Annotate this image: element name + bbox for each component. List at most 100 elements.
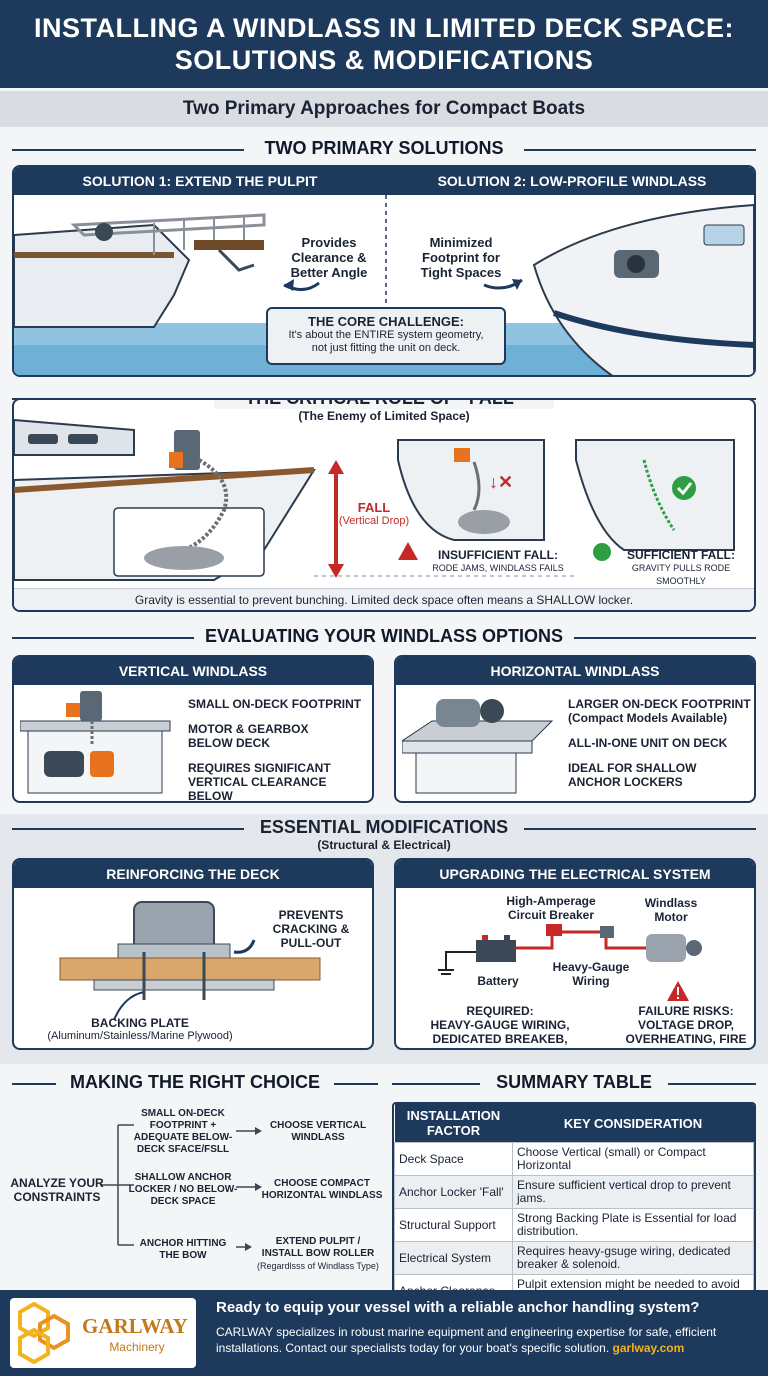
mods-title-wrap: ESSENTIAL MODIFICATIONS (Structural & El… (244, 817, 524, 852)
result-line: CHOOSE VERTICAL (269, 1120, 367, 1131)
risks-line: VOLTAGE DROP, (637, 1018, 734, 1032)
fall-title: THE CRITICAL ROLE OF “FALL” (245, 398, 523, 408)
solution2-callout-line: Footprint for (422, 250, 500, 265)
vertical-item: REQUIRES SIGNIFICANT (188, 761, 331, 775)
sufficient-desc: GRAVITY PULLS RODE SMOOTHLY (631, 563, 731, 586)
choice-branch-result: EXTEND PULPIT / INSTALL BOW ROLLER (Rega… (250, 1236, 386, 1272)
risks-line: OVERHEATING, FIRE (625, 1032, 747, 1046)
condition-line: DECK SFACE/FSLL (136, 1144, 230, 1155)
summary-table: INSTALLATION FACTOR KEY CONSIDERATION De… (394, 1104, 754, 1308)
vertical-item: SMALL ON-DECK FOOTPRINT (188, 697, 362, 711)
page-title-line2: SOLUTIONS & MODIFICATIONS (174, 45, 594, 75)
backing-plate-label: BACKING PLATE (91, 1016, 189, 1030)
deck-illustration (59, 901, 321, 1021)
solution1-callout-line: Better Angle (290, 265, 368, 280)
fall-title-wrap: THE CRITICAL ROLE OF “FALL” (214, 398, 554, 409)
horizontal-windlass-illustration (402, 699, 554, 794)
solution2-title: SOLUTION 2: LOW-PROFILE WINDLASS (386, 167, 754, 195)
table-row: Deck Space Choose Vertical (small) or Co… (394, 1142, 754, 1176)
choice-title: MAKING THE RIGHT CHOICE (56, 1072, 334, 1093)
footer-headline: Ready to equip your vessel with a reliab… (216, 1299, 700, 1316)
footer: GARLWAY Machinery Ready to equip your ve… (0, 1290, 768, 1376)
fall-illustration: ↓✕ (14, 418, 735, 581)
condition-line: LOCKER / NO BELOW- (128, 1184, 238, 1195)
table-cell: Requires heavy-gsuge wiring, dedicated b… (512, 1241, 754, 1275)
horizontal-item: (Compact Models Available) (568, 711, 728, 725)
deck-callout-line: PULL-OUT (280, 936, 342, 950)
table-cell: Strong Backing Plate is Essential for lo… (512, 1208, 754, 1242)
condition-line: SHALLOW ANCHOR (134, 1172, 232, 1183)
vertical-items: SMALL ON-DECK FOOTPRINT MOTOR & GEARBOX … (188, 697, 372, 801)
core-challenge-title: THE CORE CHALLENGE: (308, 314, 464, 329)
solution1-callout-line: Provides (301, 235, 357, 250)
sufficient-title: SUFFICIENT FALL: (627, 548, 735, 562)
horizontal-panel: HORIZONTAL WINDLASS LARGER ON-DECK FOOTP… (394, 655, 756, 803)
check-icon (593, 543, 611, 561)
condition-line: DECK SPACE (150, 1196, 216, 1207)
table-cell: Deck Space (394, 1142, 513, 1176)
required-line: DEDICATED BREAKEB, SOLENOID (432, 1032, 568, 1048)
electrical-panel: UPGRADING THE ELECTRICAL SYSTEM High-Amp… (394, 858, 756, 1050)
choice-branch-result: CHOOSE COMPACT HORIZONTAL WINDLASS (260, 1178, 384, 1202)
table-cell: Structural Support (394, 1208, 513, 1242)
fall-label-block: FALL (Vertical Drop) (334, 500, 414, 528)
mods-subtitle: (Structural & Electrical) (317, 838, 451, 852)
vertical-item: MOTOR & GEARBOX (188, 722, 309, 736)
table-cell: Choose Vertical (small) or Compact Horiz… (512, 1142, 754, 1176)
result-line: HORIZONTAL WINDLASS (261, 1190, 383, 1201)
vertical-title: VERTICAL WINDLASS (14, 657, 372, 685)
sufficient-block: SUFFICIENT FALL: GRAVITY PULLS RODE SMOO… (606, 548, 754, 588)
vertical-windlass-illustration (20, 691, 171, 794)
table-header: KEY CONSIDERATION (512, 1104, 754, 1143)
required-line: REQUIRED: (466, 1004, 534, 1018)
battery-icon (476, 940, 516, 962)
choice-branch-result: CHOOSE VERTICAL WINDLASS (260, 1120, 376, 1144)
horizontal-item: ALL-IN-ONE UNIT ON DECK (568, 736, 728, 750)
footer-link[interactable]: garlway.com (612, 1341, 685, 1355)
fall-sublabel: (Vertical Drop) (338, 515, 410, 527)
summary-table-wrap: INSTALLATION FACTOR KEY CONSIDERATION De… (392, 1102, 756, 1310)
solution1-callout: Provides Clearance & Better Angle (274, 235, 384, 280)
footer-body-text: CARLWAY specializes in robust marine equ… (216, 1325, 717, 1355)
vertical-item: BELOW DECK (188, 736, 270, 750)
motor-label-line: Motor (654, 910, 688, 924)
horizontal-item: IDEAL FOR SHALLOW (568, 761, 697, 775)
breaker-label-line: High-Amperage (506, 894, 596, 908)
result-line: INSTALL BOW ROLLER (261, 1248, 375, 1259)
risks-line: FAILURE RISKS: (638, 1004, 734, 1018)
mods-title: ESSENTIAL MODIFICATIONS (259, 817, 509, 837)
footer-body: CARLWAY specializes in robust marine equ… (216, 1324, 762, 1356)
fall-label: FALL (357, 500, 391, 515)
brand-logo: GARLWAY Machinery (10, 1298, 196, 1368)
required-block: REQUIRED: HEAVY-GAUGE WIRING, DEDICATED … (400, 1004, 600, 1048)
fall-note: Gravity is essential to prevent bunching… (14, 588, 754, 610)
battery-label: Battery (477, 974, 519, 988)
choice-root: ANALYZE YOUR CONSTRAINTS (2, 1176, 112, 1204)
vertical-panel: VERTICAL WINDLASS SMALL ON-DECK FOOTPRIN… (12, 655, 374, 803)
hexagon-logo-icon (18, 1302, 70, 1364)
result-line: EXTEND PULPIT / (275, 1236, 361, 1247)
breaker-label: High-Amperage Circuit Breaker (496, 894, 606, 922)
condition-line: ANCHOR HITTING (139, 1238, 227, 1249)
wiring-label-line: Wiring (572, 974, 610, 988)
choice-branch-condition: SHALLOW ANCHOR LOCKER / NO BELOW- DECK S… (126, 1172, 240, 1208)
condition-line: THE BOW (159, 1250, 207, 1261)
core-challenge-box: THE CORE CHALLENGE: It's about the ENTIR… (266, 307, 506, 365)
horizontal-item: LARGER ON-DECK FOOTPRINT (568, 697, 751, 711)
fall-panel: ↓✕ THE CRITICAL ROLE OF “FALL” (The Enem… (12, 398, 756, 612)
deck-title: REINFORCING THE DECK (14, 860, 372, 888)
table-cell: Ensure sufficient vertical drop to preve… (512, 1175, 754, 1209)
choice-branch-condition: ANCHOR HITTING THE BOW (128, 1238, 238, 1262)
solution1-callout-line: Clearance & (291, 250, 367, 265)
solution2-callout-line: Minimized (429, 235, 493, 250)
insufficient-block: INSUFFICIENT FALL: RODE JAMS, WINDLASS F… (418, 548, 578, 575)
condition-line: FOOTPRINT + (149, 1120, 217, 1131)
deck-callout-line: CRACKING & (272, 922, 350, 936)
deck-panel: REINFORCING THE DECK PREVENTS CRACKING &… (12, 858, 374, 1050)
risks-block: FAILURE RISKS: VOLTAGE DROP, OVERHEATING… (616, 1004, 754, 1046)
required-line: HEAVY-GAUGE WIRING, (430, 1018, 570, 1032)
backing-plate-block: BACKING PLATE (Aluminum/Stainless/Marine… (20, 1016, 260, 1043)
motor-label: Windlass Motor (626, 896, 716, 924)
wiring-label: Heavy-Gauge Wiring (546, 960, 636, 988)
insufficient-desc: RODE JAMS, WINDLASS FAILS (432, 563, 564, 573)
